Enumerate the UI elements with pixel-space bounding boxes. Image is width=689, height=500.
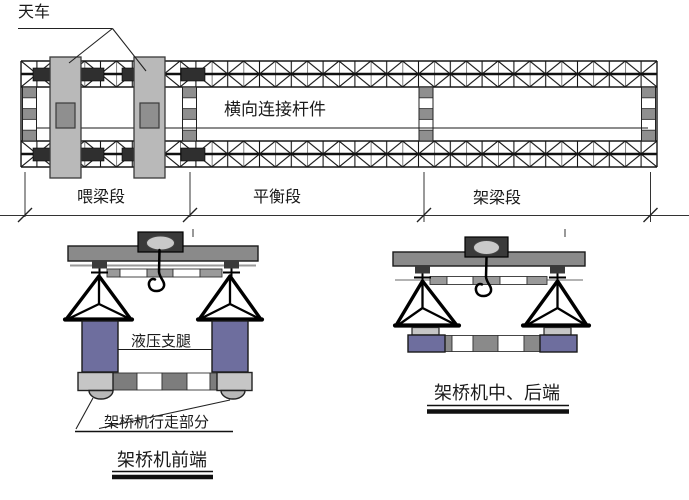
- truss-end-posts: [20, 61, 658, 167]
- crane-label: 天车: [18, 3, 50, 21]
- hydraulic-leg: [81, 320, 119, 373]
- walking-gear: [77, 371, 253, 400]
- transverse-link-label: 横向连接杆件: [224, 100, 326, 119]
- crane-trolley-2: [133, 56, 166, 179]
- section-label-erect: 架梁段: [473, 189, 521, 207]
- bottom-track-bar: [407, 334, 578, 353]
- support-pad: [411, 326, 440, 336]
- wheel-icon: [220, 389, 246, 400]
- wheel-box: [216, 371, 253, 392]
- hook-icon: [474, 256, 493, 298]
- connector-block: [180, 67, 206, 82]
- front-end-view: 液压支腿 架桥机行走部分 架桥机前端: [62, 229, 265, 480]
- cross-frame-columns: [22, 86, 656, 142]
- support-pad: [543, 326, 572, 336]
- connector-block: [80, 147, 105, 162]
- walking-part-callout: 架桥机行走部分: [75, 397, 233, 433]
- trolley-cab: [139, 102, 160, 129]
- tripod-leg: [195, 274, 265, 322]
- crane-callout: 天车: [18, 3, 147, 72]
- hanger-stubs: [414, 273, 566, 282]
- walking-part-label: 架桥机行走部分: [104, 414, 209, 431]
- crane-trolley-1: [49, 56, 82, 179]
- extension-lines: [24, 172, 651, 222]
- dimension-ticks: [17, 207, 658, 223]
- wheel-icon: [88, 389, 114, 400]
- section-label-balance: 平衡段: [253, 188, 301, 206]
- front-view-title: 架桥机前端: [117, 450, 207, 470]
- cross-frame-column: [418, 86, 434, 142]
- pulley-icon: [473, 240, 500, 255]
- rear-view-title-group: 架桥机中、后端: [427, 383, 569, 414]
- connector-block: [180, 147, 206, 162]
- rear-view-title: 架桥机中、后端: [434, 383, 560, 403]
- tripod-leg: [62, 274, 135, 322]
- truss-chords: [21, 60, 657, 168]
- front-view-title-group: 架桥机前端: [112, 450, 213, 480]
- section-label-feed: 喂梁段: [77, 188, 125, 206]
- rear-end-view: 架桥机中、后端: [392, 229, 592, 414]
- hanger-post: [92, 261, 107, 269]
- trolley-cab: [55, 102, 76, 129]
- section-dimensions: 喂梁段 平衡段 架梁段: [0, 172, 689, 223]
- crane-leader-lines: [18, 27, 147, 72]
- tripod-leg: [392, 279, 462, 328]
- walking-part-leaders: [75, 397, 231, 430]
- hanger-stubs: [91, 268, 240, 277]
- hook-icon: [147, 248, 166, 293]
- travel-deck-bar: [112, 372, 218, 391]
- support-block: [407, 334, 446, 353]
- cross-frame-column: [22, 86, 37, 142]
- support-block: [539, 334, 578, 353]
- hydraulic-leg: [211, 320, 249, 373]
- hanger-post: [224, 261, 239, 269]
- pulley-icon: [146, 235, 175, 251]
- girder-segment-bar: [106, 268, 223, 278]
- cross-frame-column: [182, 86, 197, 142]
- hydraulic-leg-label: 液压支腿: [131, 333, 191, 350]
- tripod-leg: [520, 279, 592, 328]
- cross-frame-column: [641, 86, 656, 142]
- hanger-post: [415, 266, 430, 274]
- hanger-post: [550, 266, 565, 274]
- wheel-box: [77, 371, 114, 392]
- connector-block: [80, 67, 105, 82]
- girder-top-view: 天车 横向连接杆件: [18, 3, 658, 179]
